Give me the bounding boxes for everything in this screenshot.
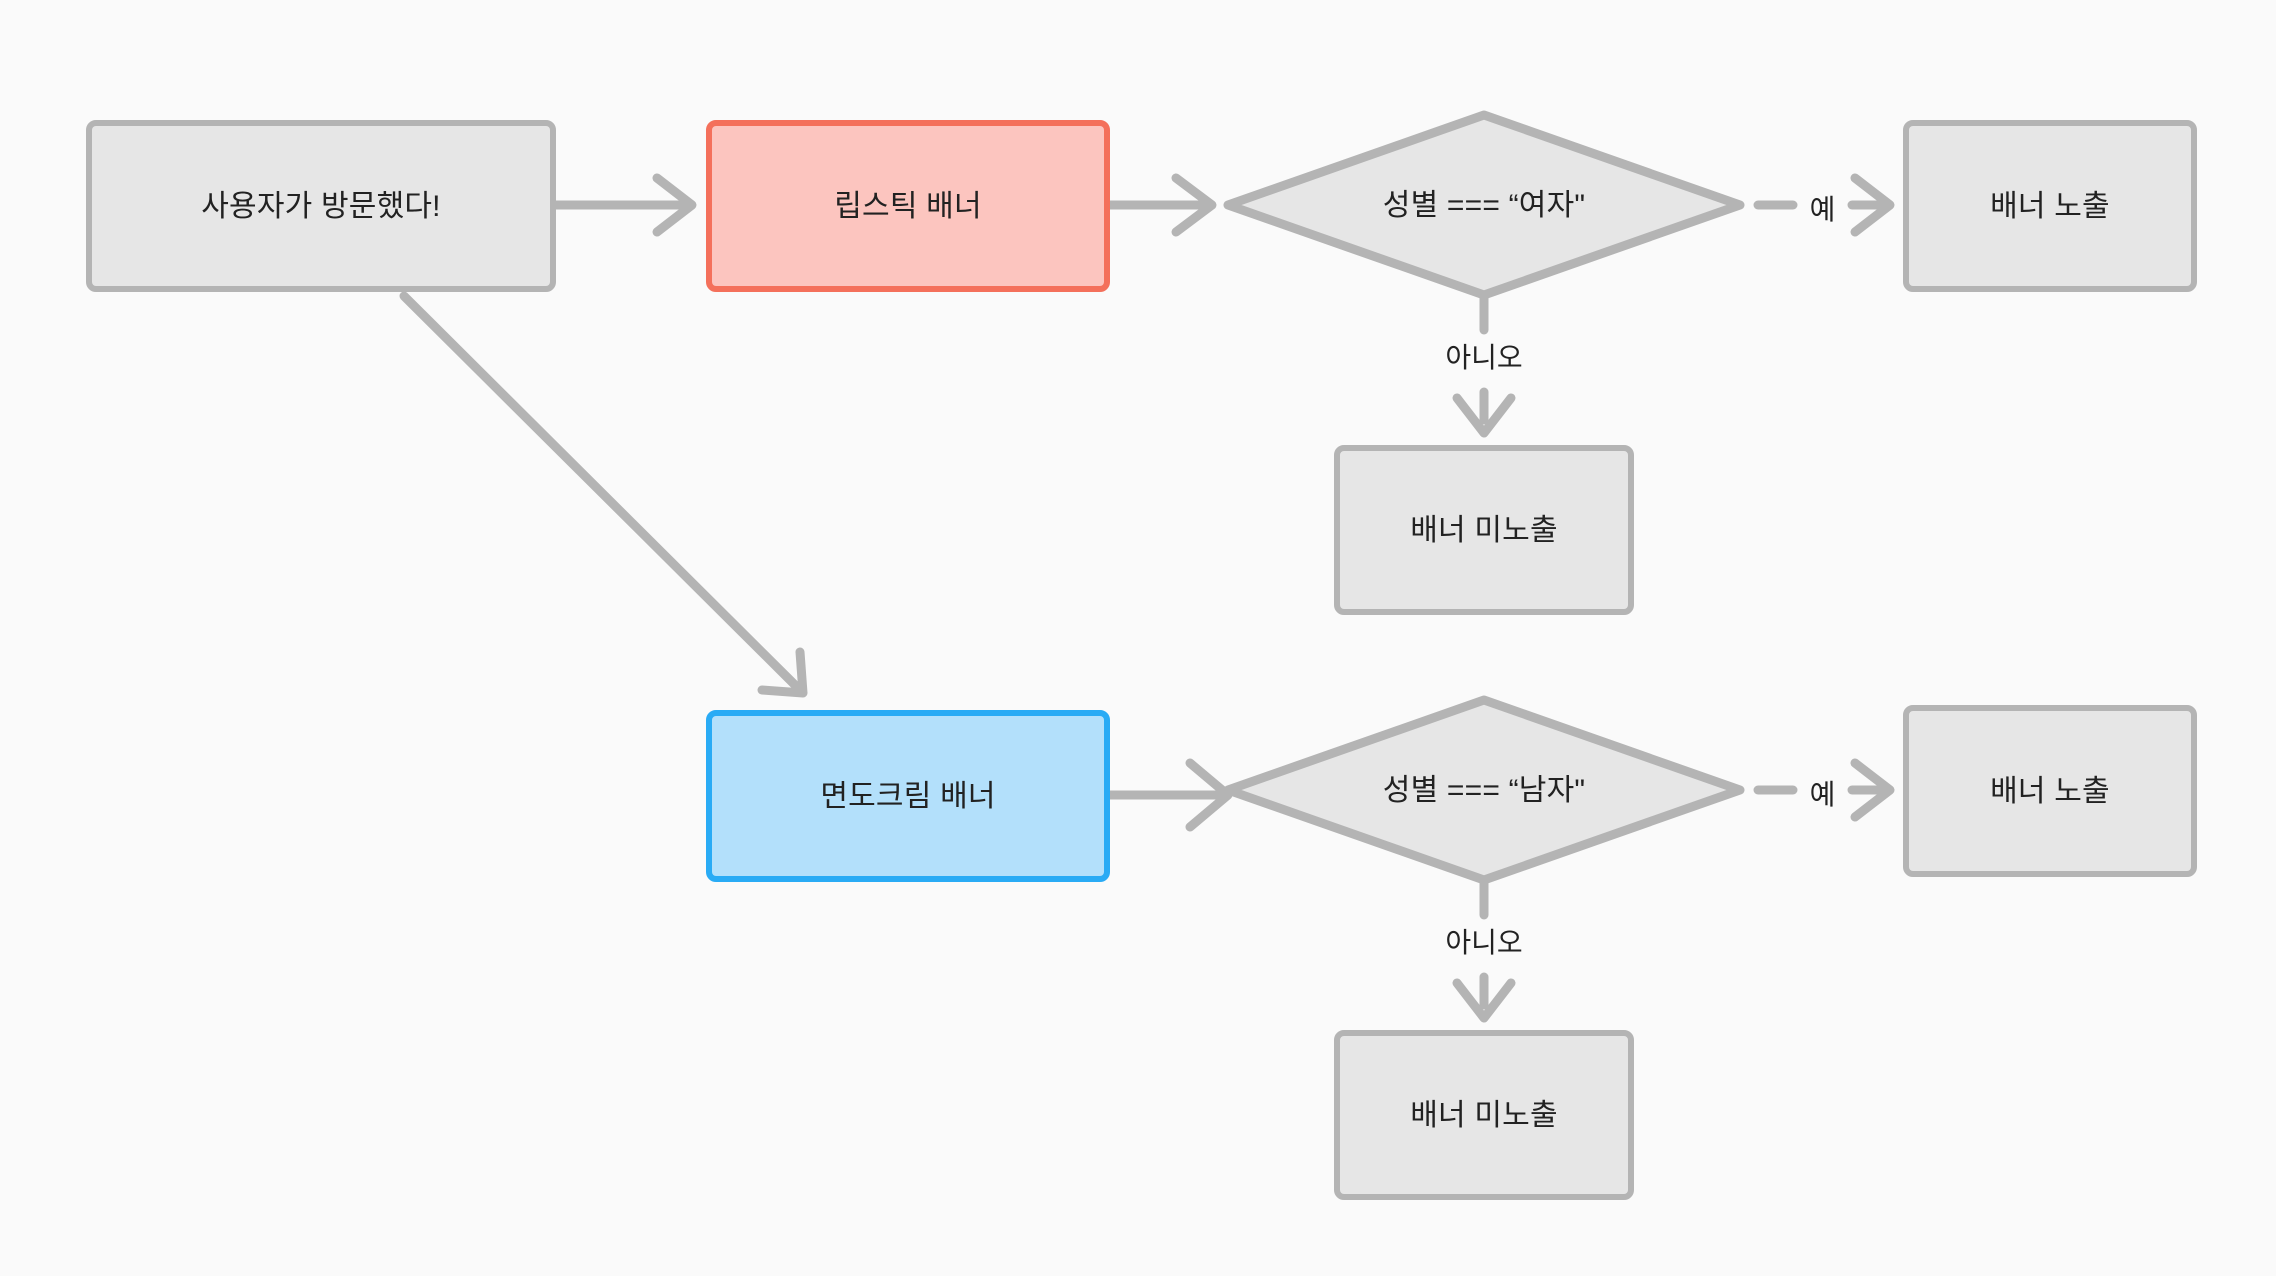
node-start-label: 사용자가 방문했다! <box>201 189 441 223</box>
node-hide-banner-female-label: 배너 미노출 <box>1410 513 1558 547</box>
node-show-banner-female[interactable]: 배너 노출 <box>1903 120 2197 292</box>
node-shaving-cream-banner-label: 면도크림 배너 <box>820 779 996 813</box>
edge-shaving-cream-to-decision-male <box>1105 758 1233 832</box>
node-shaving-cream-banner[interactable]: 면도크림 배너 <box>706 710 1110 882</box>
node-hide-banner-male[interactable]: 배너 미노출 <box>1334 1030 1634 1200</box>
node-decision-male-label: 성별 === “남자" <box>1382 773 1586 807</box>
node-show-banner-female-label: 배너 노출 <box>1990 189 2110 223</box>
edge-start-to-shaving-cream <box>399 291 808 698</box>
edge-lipstick-to-decision-female <box>1105 173 1217 237</box>
node-show-banner-male-label: 배너 노출 <box>1990 774 2110 808</box>
node-show-banner-male[interactable]: 배너 노출 <box>1903 705 2197 877</box>
node-lipstick-banner[interactable]: 립스틱 배너 <box>706 120 1110 292</box>
node-hide-banner-male-label: 배너 미노출 <box>1410 1098 1558 1132</box>
node-decision-female[interactable]: 성별 === “여자" <box>1228 165 1740 245</box>
node-hide-banner-female[interactable]: 배너 미노출 <box>1334 445 1634 615</box>
node-start[interactable]: 사용자가 방문했다! <box>86 120 556 292</box>
node-lipstick-banner-label: 립스틱 배너 <box>834 189 982 223</box>
edge-label-male-yes: 예 <box>1809 779 1836 810</box>
node-decision-female-label: 성별 === “여자" <box>1382 188 1586 222</box>
node-decision-male[interactable]: 성별 === “남자" <box>1228 750 1740 830</box>
edge-label-female-yes: 예 <box>1809 194 1836 225</box>
edge-start-to-lipstick <box>551 173 697 237</box>
edge-label-male-no: 아니오 <box>1445 927 1523 958</box>
edge-label-female-no: 아니오 <box>1445 342 1523 373</box>
